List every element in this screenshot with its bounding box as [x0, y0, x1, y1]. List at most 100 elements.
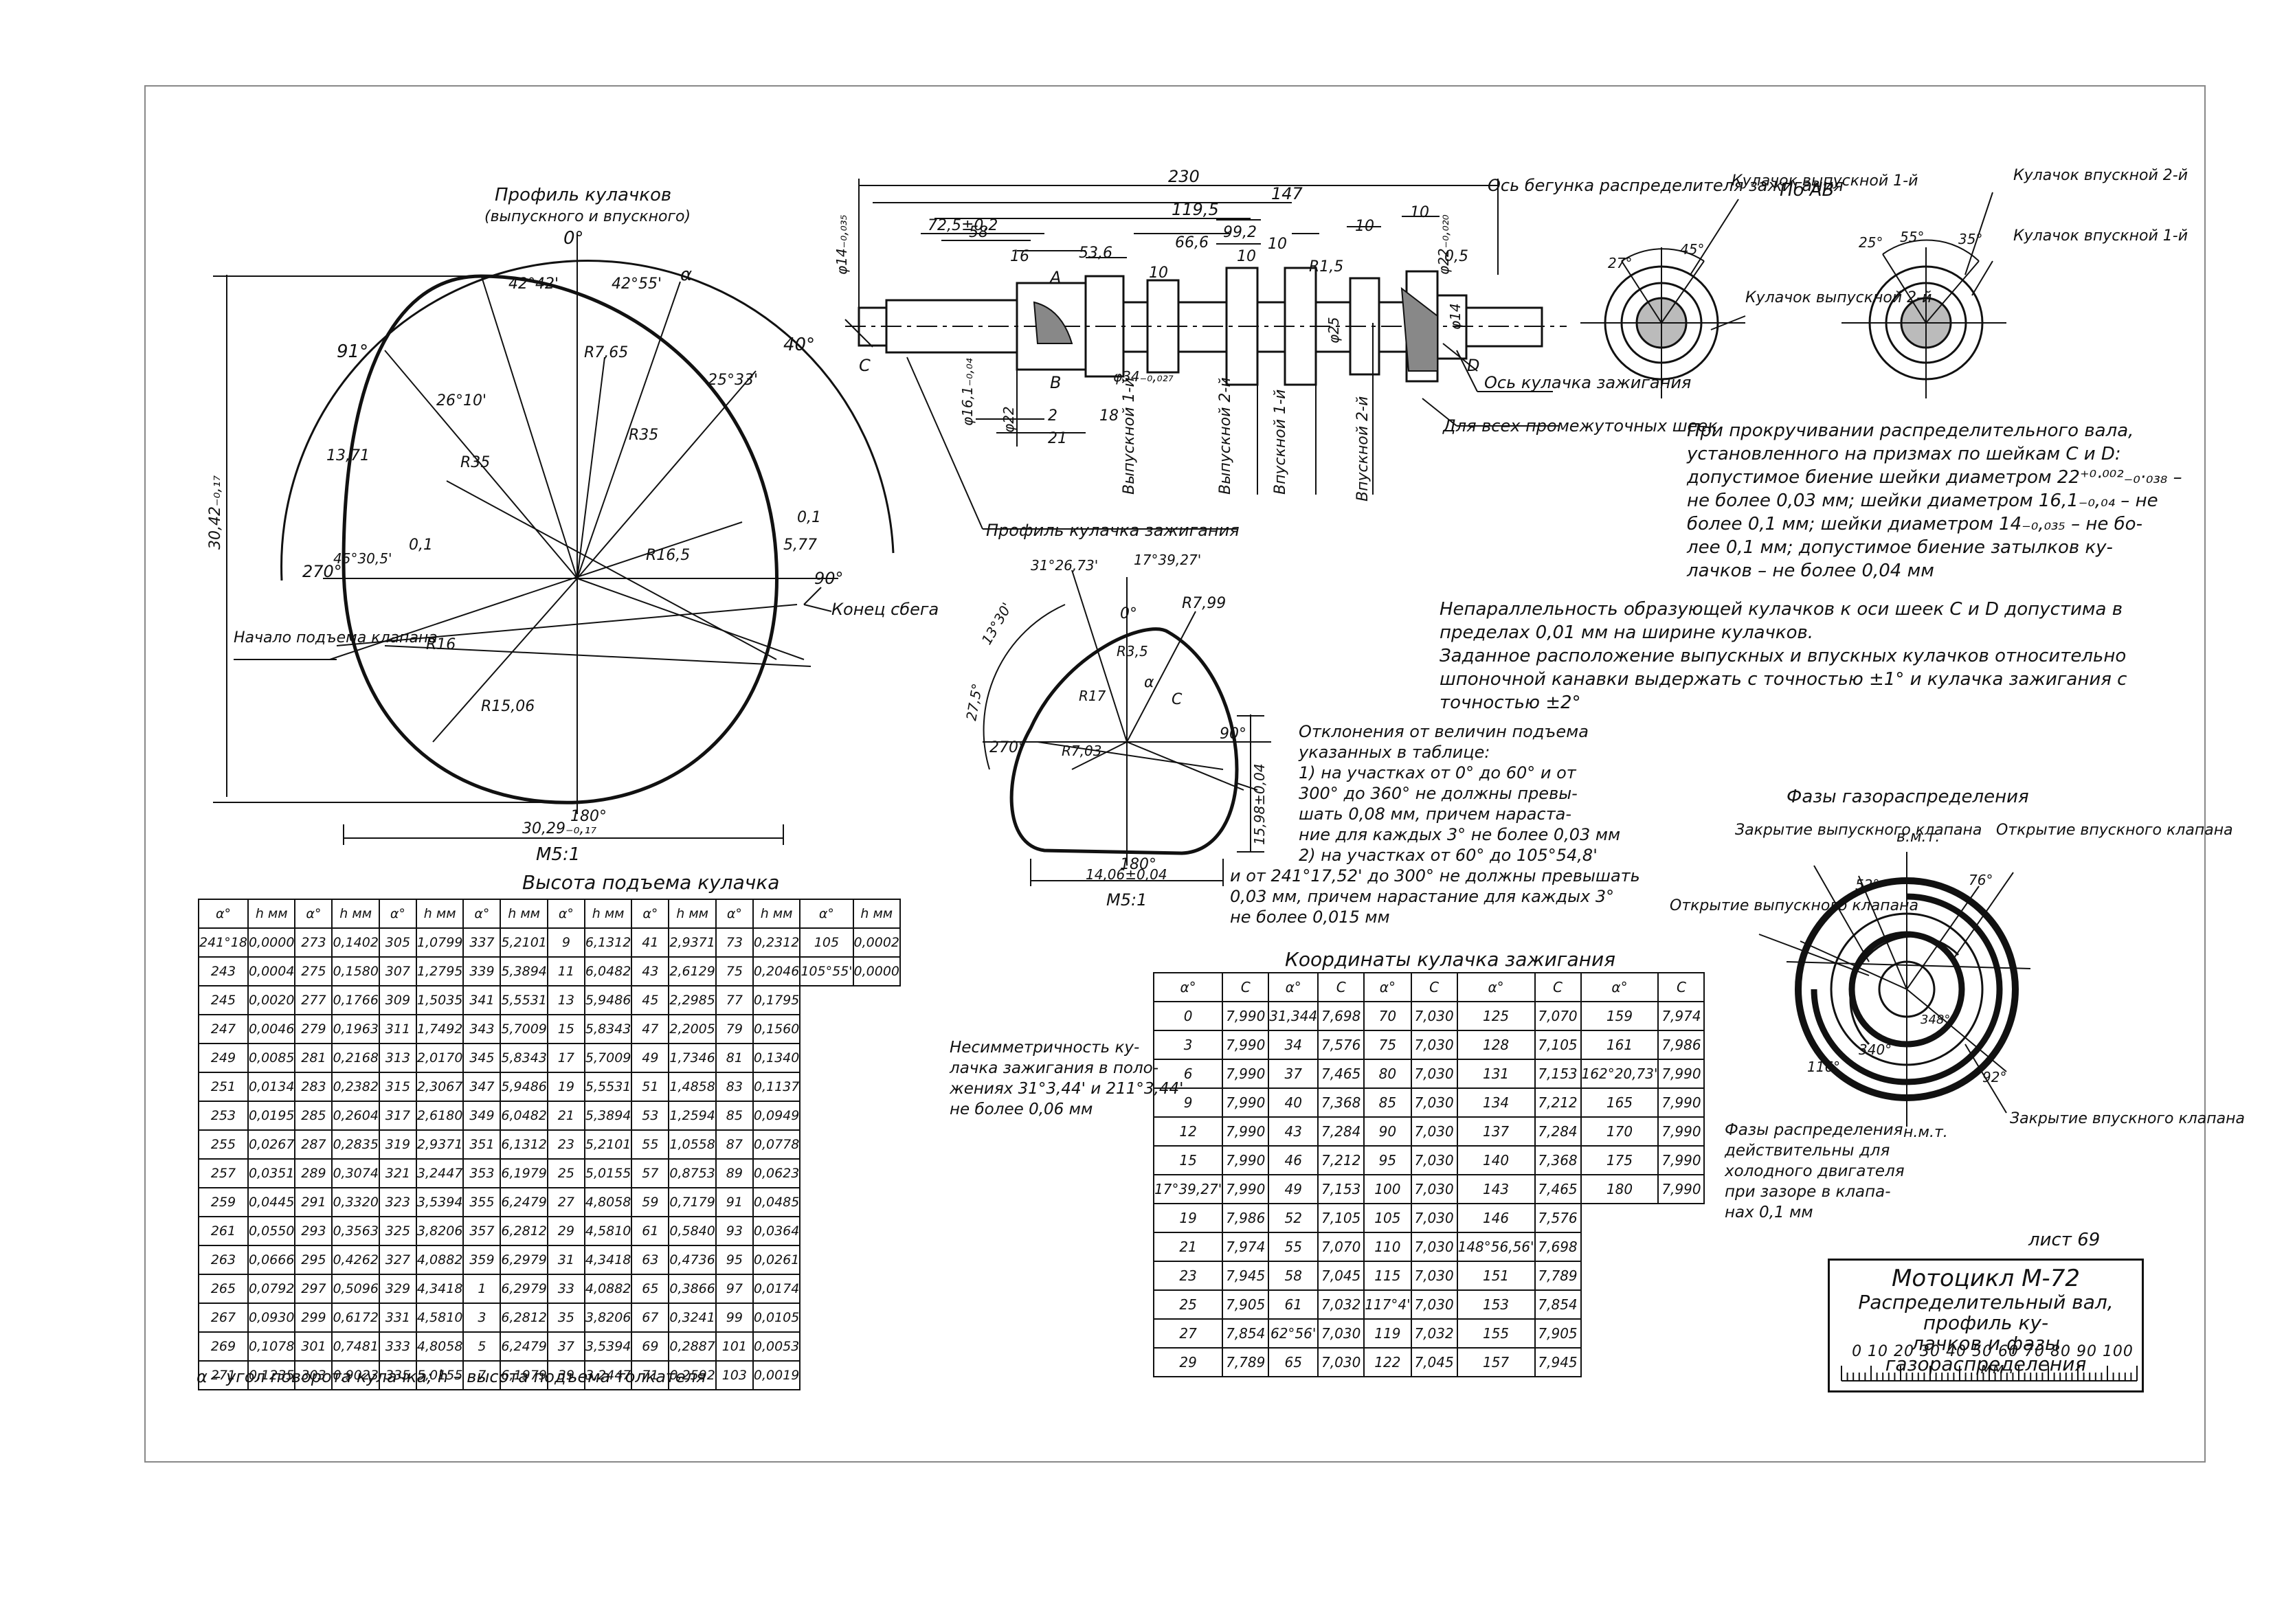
table-empty-cell — [800, 1217, 853, 1245]
table-cell: 281 — [294, 1043, 333, 1073]
table-cell: 23 — [546, 1129, 585, 1160]
note-runout-line: При прокручивании распределительного вал… — [1687, 420, 2134, 441]
table-cell: 143 — [1456, 1174, 1536, 1204]
table-empty-cell — [853, 1245, 900, 1274]
cam-label-40: 40° — [783, 335, 815, 355]
table-cell: 7,465 — [1317, 1059, 1365, 1089]
table-header-cell: α° — [546, 899, 585, 929]
table-cell: 46 — [1268, 1145, 1319, 1175]
table-cell: 357 — [462, 1216, 502, 1246]
table-cell: 21 — [546, 1101, 585, 1131]
table-cell: 6,0482 — [500, 1101, 548, 1131]
table-cell: 1,4858 — [668, 1072, 717, 1102]
table-cell: 7,990 — [1657, 1174, 1705, 1204]
phases-note-line: действительны для — [1725, 1142, 1890, 1160]
table-cell: 0,1795 — [752, 985, 801, 1015]
table-cell: 0,2592 — [668, 1360, 717, 1390]
table-cell: 2,6180 — [415, 1101, 464, 1131]
table-cell: 155 — [1456, 1318, 1536, 1349]
table-cell: 0,8753 — [668, 1158, 717, 1188]
section-a27: 27° — [1608, 255, 1632, 271]
phases-note-line: холодного двигателя — [1725, 1162, 1905, 1180]
table-cell: 7,105 — [1534, 1030, 1582, 1060]
table-cell: 317 — [378, 1101, 417, 1131]
cam-label-1371: 13,71 — [326, 447, 370, 464]
table-cell: 1 — [462, 1274, 502, 1304]
ign-label-r703: R7,03 — [1062, 743, 1101, 759]
table-cell: 7,030 — [1410, 1059, 1458, 1089]
table-cell: 6,2979 — [500, 1274, 548, 1304]
table-cell: 7,212 — [1317, 1145, 1365, 1175]
table-cell: 7,905 — [1534, 1318, 1582, 1349]
table-cell: 5,3894 — [500, 956, 548, 986]
section-a25: 25° — [1859, 234, 1883, 251]
table-cell: 6,2812 — [500, 1302, 548, 1333]
table-cell: 100 — [1363, 1174, 1412, 1204]
section-lbl-ex1: Кулачок выпускной 1-й — [1732, 172, 1918, 190]
table-cell: 0,0550 — [247, 1216, 296, 1246]
table-cell: 17 — [546, 1043, 585, 1073]
table-cell: 83 — [715, 1072, 754, 1102]
table-header-cell: h мм — [852, 899, 902, 929]
section-a45: 45° — [1680, 241, 1704, 258]
table-cell: 1,0799 — [415, 927, 464, 958]
table-cell: 0,0792 — [247, 1274, 296, 1304]
dim-2: 2 — [1048, 407, 1057, 425]
table-header-cell: α° — [1152, 972, 1224, 1002]
table-cell: 3,8206 — [415, 1216, 464, 1246]
table-cell: 33 — [546, 1274, 585, 1304]
table-cell: 49 — [631, 1043, 670, 1073]
table-cell: 2,2985 — [668, 985, 717, 1015]
table-cell: 45 — [631, 985, 670, 1015]
table-cell: 2,0170 — [415, 1043, 464, 1073]
table-cell: 3,5394 — [415, 1187, 464, 1217]
table-cell: 6,1312 — [500, 1129, 548, 1160]
table-cell: 6,1312 — [583, 927, 633, 958]
note-runout-line: установленного на призмах по шейкам C и … — [1687, 444, 2121, 464]
table-cell: 5,0155 — [415, 1360, 464, 1390]
table-cell: 175 — [1580, 1145, 1659, 1175]
table-cell: 7,030 — [1410, 1289, 1458, 1320]
table-cell: 43 — [1268, 1116, 1319, 1147]
table-cell: 291 — [294, 1187, 333, 1217]
table-empty-cell — [853, 1159, 900, 1188]
table-cell: 61 — [631, 1216, 670, 1246]
table-header-cell: α° — [378, 899, 417, 929]
table-cell: 99 — [715, 1302, 754, 1333]
lift-table-title: Высота подъема кулачка — [522, 871, 780, 894]
table-cell: 333 — [378, 1331, 417, 1362]
table-cell: 6,1979 — [500, 1158, 548, 1188]
table-cell: 71 — [631, 1360, 670, 1390]
table-empty-cell — [1658, 1290, 1704, 1319]
table-cell: 7,030 — [1410, 1087, 1458, 1118]
dim-18: 18 — [1099, 407, 1119, 425]
table-cell: 128 — [1456, 1030, 1536, 1060]
phases-a52: 52° — [1855, 877, 1879, 893]
table-cell: 65 — [631, 1274, 670, 1304]
cam-label-r1506: R15,06 — [481, 698, 535, 715]
table-cell: 93 — [715, 1216, 754, 1246]
table-cell: 7,576 — [1534, 1203, 1582, 1233]
table-empty-cell — [800, 1101, 853, 1130]
table-cell: 7,284 — [1317, 1116, 1365, 1147]
table-cell: 7,990 — [1222, 1001, 1270, 1031]
table-cell: 4,0882 — [583, 1274, 633, 1304]
table-header-cell: α° — [799, 899, 854, 929]
note-runout-line: допустимое биение шейки диаметром 22⁺⁰·⁰… — [1687, 467, 2182, 488]
table-cell: 0,2887 — [668, 1331, 717, 1362]
section-lbl-in1: Кулачок впускной 1-й — [2013, 227, 2188, 245]
section-a55: 55° — [1900, 229, 1924, 245]
table-cell: 47 — [631, 1014, 670, 1044]
table-cell: 251 — [198, 1072, 249, 1102]
table-cell: 353 — [462, 1158, 502, 1188]
table-cell: 90 — [1363, 1116, 1412, 1147]
table-cell: 315 — [378, 1072, 417, 1102]
note-deviation-line: 0,03 мм, причем нарастание для каждых 3° — [1230, 887, 1615, 906]
table-cell: 0,2835 — [331, 1129, 380, 1160]
table-cell: 95 — [1363, 1145, 1412, 1175]
